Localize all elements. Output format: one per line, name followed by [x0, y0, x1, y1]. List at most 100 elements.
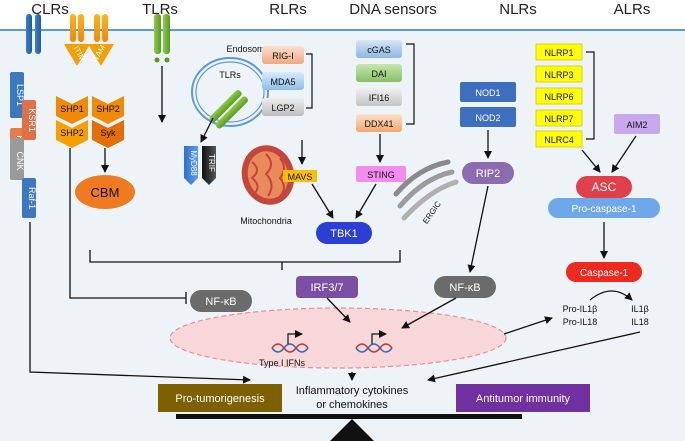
nlrp7-box: NLRP7 — [535, 109, 583, 127]
mitochondria-label: Mitochondria — [240, 216, 292, 226]
sting-box: STING — [356, 166, 406, 182]
nfkb-left-node: NF-κB — [190, 290, 252, 312]
svg-text:RIP2: RIP2 — [476, 168, 500, 180]
svg-text:NF-κB: NF-κB — [205, 296, 236, 308]
svg-text:Antitumor immunity: Antitumor immunity — [476, 393, 571, 405]
header-clrs: CLRs — [31, 1, 69, 18]
svg-text:AIM2: AIM2 — [626, 120, 647, 130]
svg-text:Syk: Syk — [100, 128, 116, 138]
cgas-box: cGAS — [356, 40, 402, 58]
pro-il18-label: Pro-IL18 — [563, 317, 598, 327]
nlrp-bracket — [586, 51, 595, 140]
svg-text:NLRC4: NLRC4 — [544, 135, 574, 145]
dna-bracket — [406, 43, 415, 125]
caspase-cleavage-arrow — [589, 290, 633, 301]
svg-text:LGP2: LGP2 — [271, 103, 294, 113]
svg-text:ASC: ASC — [592, 180, 617, 194]
dna-helix-left — [271, 330, 309, 353]
svg-text:LSP1: LSP1 — [15, 84, 25, 106]
svg-text:MDA5: MDA5 — [270, 77, 295, 87]
clr-blue-receptor — [26, 14, 41, 54]
nfkb-right-node: NF-κB — [434, 276, 496, 298]
svg-text:CBM: CBM — [91, 185, 120, 200]
svg-text:Caspase-1: Caspase-1 — [580, 268, 629, 279]
svg-text:TBK1: TBK1 — [330, 228, 358, 240]
nod2-box: NOD2 — [460, 107, 516, 127]
nlrp1-box: NLRP1 — [535, 43, 583, 61]
myd88-box: MyD88 — [184, 146, 198, 185]
ifi16-box: IFI16 — [356, 88, 402, 106]
header-tlrs: TLRs — [142, 1, 178, 18]
svg-text:Pro-caspase-1: Pro-caspase-1 — [571, 204, 636, 215]
nod1-box: NOD1 — [460, 82, 516, 102]
antitumor-immunity-box: Antitumor immunity — [456, 384, 590, 412]
svg-text:MyD88: MyD88 — [189, 150, 198, 176]
svg-text:NLRP1: NLRP1 — [544, 48, 573, 58]
endosomal-tlr — [209, 90, 248, 129]
endosome: Endosome TLRs — [191, 44, 270, 129]
svg-text:NLRP6: NLRP6 — [544, 92, 573, 102]
svg-text:TRIF: TRIF — [207, 154, 216, 172]
type1-ifns-label: Type I IFNs — [259, 358, 306, 368]
shp1-shp2-left-chevrons: SHP1 SHP2 — [56, 96, 88, 148]
itam-receptor: ITAM — [88, 14, 114, 66]
svg-text:NLRP3: NLRP3 — [544, 70, 573, 80]
irf37-node: IRF3/7 — [296, 276, 358, 298]
tlr-surface-receptor — [154, 14, 170, 63]
svg-text:NOD1: NOD1 — [475, 88, 500, 98]
svg-text:SHP2: SHP2 — [96, 104, 120, 114]
lsp1-box: LSP1 — [10, 72, 25, 118]
raf1-box: Raf-1 — [22, 178, 37, 218]
nlrp3-box: NLRP3 — [535, 65, 583, 83]
cytokines-line1: Inflammatory cytokines — [296, 385, 409, 397]
balance-scale — [176, 414, 522, 441]
pro-il1b-label: Pro-IL1β — [563, 304, 598, 314]
svg-text:MAVS: MAVS — [288, 172, 313, 182]
svg-text:cGAS: cGAS — [367, 45, 391, 55]
svg-text:SHP1: SHP1 — [60, 104, 84, 114]
header-nlrs: NLRs — [499, 1, 537, 18]
il18-label: IL18 — [631, 317, 649, 327]
nlrp6-box: NLRP6 — [535, 87, 583, 105]
header-rlrs: RLRs — [269, 1, 307, 18]
svg-text:Raf-1: Raf-1 — [27, 187, 37, 209]
dai-box: DAI — [356, 64, 402, 82]
header-dna-sensors: DNA sensors — [349, 1, 437, 18]
aim2-box: AIM2 — [614, 114, 660, 134]
mda5-box: MDA5 — [262, 72, 304, 90]
caspase1-ellipse: Caspase-1 — [566, 262, 642, 282]
rip2-box: RIP2 — [462, 162, 514, 184]
cbm-ellipse: CBM — [75, 175, 135, 209]
nlrc4-box: NLRC4 — [535, 130, 583, 148]
cytokines-line2: or chemokines — [316, 399, 388, 411]
itim-receptor: ITIM — [64, 14, 90, 66]
asc-ellipse: ASC — [576, 176, 632, 198]
svg-text:IRF3/7: IRF3/7 — [310, 282, 343, 294]
svg-text:SHP2: SHP2 — [60, 128, 84, 138]
trif-box: TRIF — [202, 146, 216, 185]
svg-text:IFI16: IFI16 — [369, 93, 390, 103]
svg-text:STING: STING — [367, 170, 395, 180]
dna-helix-right — [355, 330, 393, 353]
mitochondria: Mitochondria — [240, 145, 295, 226]
header-alrs: ALRs — [614, 1, 651, 18]
svg-text:Pro-tumorigenesis: Pro-tumorigenesis — [175, 393, 265, 405]
shp2-syk-right-chevrons: SHP2 Syk — [92, 96, 124, 148]
mavs-box: MAVS — [283, 170, 317, 182]
pro-caspase1-ellipse: Pro-caspase-1 — [548, 198, 660, 218]
svg-text:NOD2: NOD2 — [475, 113, 500, 123]
pathway-arrows — [29, 66, 641, 384]
tbk1-node: TBK1 — [316, 222, 372, 244]
endosome-label: Endosome — [226, 44, 269, 54]
svg-text:DDX41: DDX41 — [364, 119, 393, 129]
endosome-tlrs-label: TLRs — [219, 70, 241, 80]
ddx41-box: DDX41 — [356, 114, 402, 132]
ksr1-top-group: KSR1 — [22, 100, 37, 140]
lgp2-box: LGP2 — [262, 98, 304, 116]
ksr1-label: KSR1 — [27, 108, 37, 132]
il1b-label: IL1β — [631, 304, 649, 314]
pro-tumorigenesis-box: Pro-tumorigenesis — [158, 384, 282, 412]
nucleus — [169, 307, 507, 369]
